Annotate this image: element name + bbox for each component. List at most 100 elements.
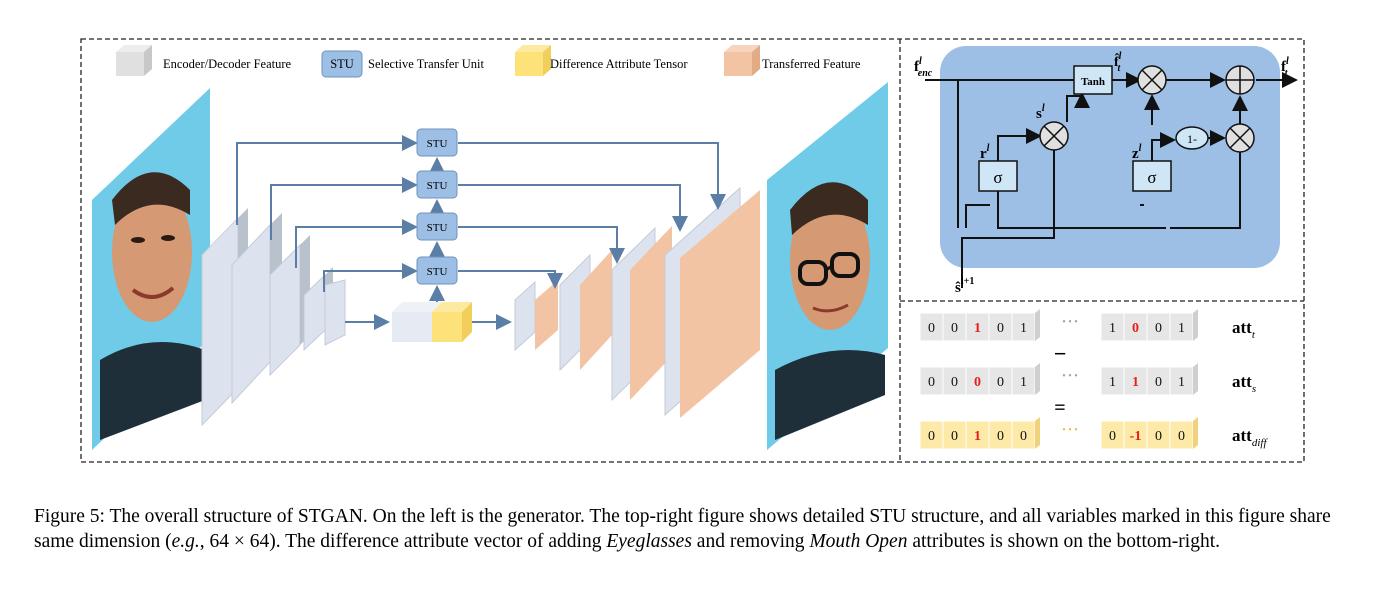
stu-box-2 bbox=[416, 170, 458, 199]
attr-value-left: 0 bbox=[928, 375, 935, 390]
stu-box-1 bbox=[416, 128, 458, 157]
stu-label-1: STU bbox=[427, 138, 448, 150]
attr-value-left: 0 bbox=[951, 429, 958, 444]
attr-value-right: 1 bbox=[1178, 375, 1185, 390]
add-node bbox=[1225, 65, 1255, 95]
stu-box-3 bbox=[416, 212, 458, 241]
legend-stu-box-label: STU bbox=[330, 57, 354, 71]
stu-label-3: STU bbox=[427, 222, 448, 234]
legend-encdec-swatch bbox=[116, 45, 152, 76]
attr-value-left: 1 bbox=[974, 429, 981, 444]
caption-eg: e.g. bbox=[171, 531, 200, 552]
legend: Encoder/Decoder Feature STU Selective Tr… bbox=[116, 45, 861, 78]
bottleneck bbox=[392, 302, 472, 342]
attr-value-left: 0 bbox=[951, 321, 958, 336]
legend-transferred-label: Transferred Feature bbox=[762, 57, 861, 71]
sigma-box-r bbox=[978, 160, 1018, 192]
stu-box-4 bbox=[416, 256, 458, 285]
caption-part-2: , 64 × 64). The difference attribute vec… bbox=[199, 531, 607, 552]
attr-value-left: 0 bbox=[997, 375, 1004, 390]
one-minus-node bbox=[1175, 126, 1209, 150]
decoder-block-3 bbox=[611, 226, 672, 402]
attr-value-left: 0 bbox=[997, 429, 1004, 444]
equals-sign: = bbox=[1054, 397, 1065, 419]
attr-value-left: 1 bbox=[1020, 321, 1027, 336]
attr-value-left: 1 bbox=[974, 321, 981, 336]
figure-caption: Figure 5: The overall structure of STGAN… bbox=[34, 504, 1364, 554]
stu-label-2: STU bbox=[427, 180, 448, 192]
attr-value-left: 0 bbox=[997, 321, 1004, 336]
attr-cell-side bbox=[1193, 363, 1198, 395]
difference-attribute-tensor bbox=[432, 302, 472, 342]
input-face-image bbox=[92, 88, 210, 450]
legend-encdec-label: Encoder/Decoder Feature bbox=[163, 57, 292, 71]
tanh-label: Tanh bbox=[1081, 76, 1105, 88]
eyeglasses-left bbox=[798, 260, 828, 286]
attr-value-right: 0 bbox=[1109, 429, 1116, 444]
outer-frame bbox=[80, 38, 1305, 463]
caption-mouth-open: Mouth Open bbox=[809, 531, 908, 552]
caption-part-1: Figure 5: The overall structure of STGAN… bbox=[34, 506, 1336, 552]
legend-stu-swatch bbox=[321, 50, 363, 78]
attr-value-right: 1 bbox=[1109, 375, 1116, 390]
attr-row-label: attt bbox=[1232, 318, 1256, 341]
stgan-figure: Encoder/Decoder Feature STU Selective Tr… bbox=[80, 38, 1305, 463]
label-s-prev: ŝl+1 bbox=[955, 276, 974, 296]
output-face-image bbox=[767, 82, 888, 450]
legend-transferred-swatch bbox=[724, 45, 760, 76]
one-minus-label: 1- bbox=[1187, 132, 1197, 146]
attr-value-right: -1 bbox=[1130, 429, 1142, 444]
attr-cell-side bbox=[1035, 417, 1040, 449]
stu-detail-panel bbox=[940, 46, 1280, 268]
tanh-box bbox=[1073, 65, 1113, 95]
legend-diff-swatch bbox=[515, 45, 551, 76]
attr-value-left: 0 bbox=[974, 375, 981, 390]
stu-wires bbox=[925, 72, 1298, 288]
encoder-features bbox=[201, 208, 346, 427]
ellipsis-dots: • • • bbox=[1062, 425, 1078, 436]
legend-diff-label: Difference Attribute Tensor bbox=[550, 57, 688, 71]
sigma-label-r: σ bbox=[993, 168, 1002, 187]
skip-connections bbox=[236, 135, 726, 302]
caption-eyeglasses: Eyeglasses bbox=[606, 531, 692, 552]
stu-boxes: STU STU STU STU bbox=[416, 128, 458, 285]
multiply-node-s bbox=[1039, 121, 1069, 151]
multiply-node-top bbox=[1137, 65, 1167, 95]
attr-value-left: 0 bbox=[951, 375, 958, 390]
sigma-box-z bbox=[1132, 160, 1172, 192]
attr-value-left: 0 bbox=[928, 429, 935, 444]
decoder-block-4 bbox=[664, 186, 760, 418]
attr-value-left: 1 bbox=[1020, 375, 1027, 390]
label-s: sl bbox=[1036, 103, 1045, 122]
attr-row-label: attdiff bbox=[1232, 426, 1268, 449]
caption-part-4: attributes is shown on the bottom-right. bbox=[907, 531, 1220, 552]
encoder-block-4 bbox=[303, 267, 346, 352]
attr-value-right: 1 bbox=[1132, 375, 1139, 390]
sigma-label-z: σ bbox=[1147, 168, 1156, 187]
attr-value-right: 0 bbox=[1132, 321, 1139, 336]
label-r: rl bbox=[980, 143, 990, 162]
eyeglasses-right bbox=[830, 252, 860, 278]
ellipsis-dots: • • • bbox=[1062, 317, 1078, 328]
attr-value-right: 0 bbox=[1155, 375, 1162, 390]
decoder-block-2 bbox=[559, 250, 612, 372]
attr-cell-side bbox=[1035, 363, 1040, 395]
attr-value-right: 0 bbox=[1178, 429, 1185, 444]
caption-part-3: and removing bbox=[691, 531, 810, 552]
minus-sign: − bbox=[1054, 341, 1067, 366]
attr-value-right: 0 bbox=[1155, 321, 1162, 336]
attr-row-label: atts bbox=[1232, 372, 1256, 395]
attr-cell-side bbox=[1193, 309, 1198, 341]
ellipsis-dots: • • • bbox=[1062, 371, 1078, 382]
decoder-block-1 bbox=[514, 280, 558, 352]
attr-cell-side bbox=[1193, 417, 1198, 449]
decoder-features bbox=[514, 186, 760, 418]
attr-value-right: 0 bbox=[1155, 429, 1162, 444]
attr-value-left: 0 bbox=[928, 321, 935, 336]
label-z: zl bbox=[1132, 143, 1142, 162]
